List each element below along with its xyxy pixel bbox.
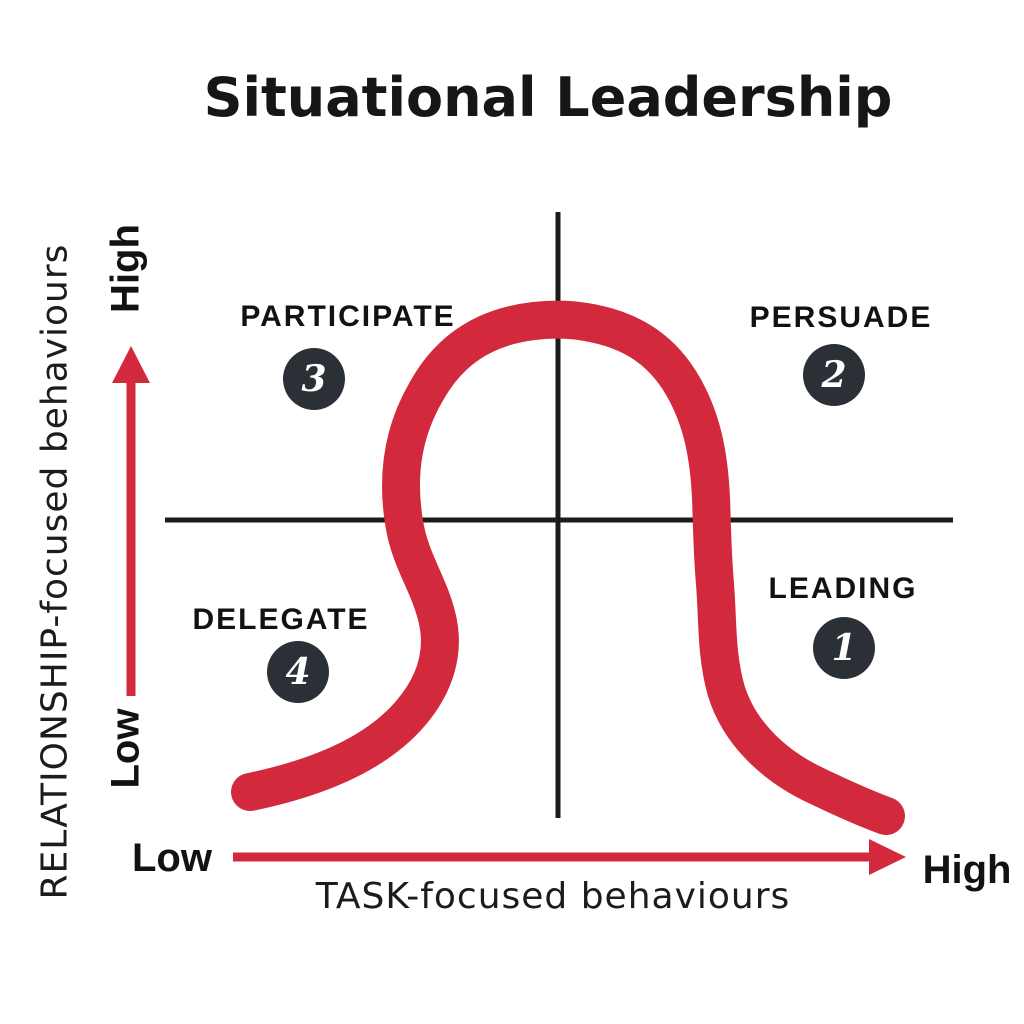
y-axis-low-label: Low [103,708,148,789]
quadrant-label-participate: PARTICIPATE [240,300,456,333]
quadrant-badge-4: 4 [267,641,329,703]
y-axis-title: RELATIONSHIP-focused behaviours [34,243,76,900]
quadrant-label-leading: LEADING [768,572,918,605]
x-axis-low-label: Low [132,836,212,880]
y-axis-high-label: High [103,224,148,313]
quadrant-badge-2: 2 [803,344,865,406]
quadrant-badge-3: 3 [283,348,345,410]
x-axis-title: TASK-focused behaviours [315,876,791,917]
page-title: Situational Leadership [203,66,893,129]
bell-curve [231,300,905,835]
quadrant-label-persuade: PERSUADE [749,301,933,334]
x-axis-high-label: High [922,848,1012,892]
x-axis-arrow-head-icon [869,839,906,875]
quadrant-badge-1: 1 [813,617,875,679]
quadrant-label-delegate: DELEGATE [192,603,370,636]
y-axis-arrow-head-icon [112,346,150,383]
